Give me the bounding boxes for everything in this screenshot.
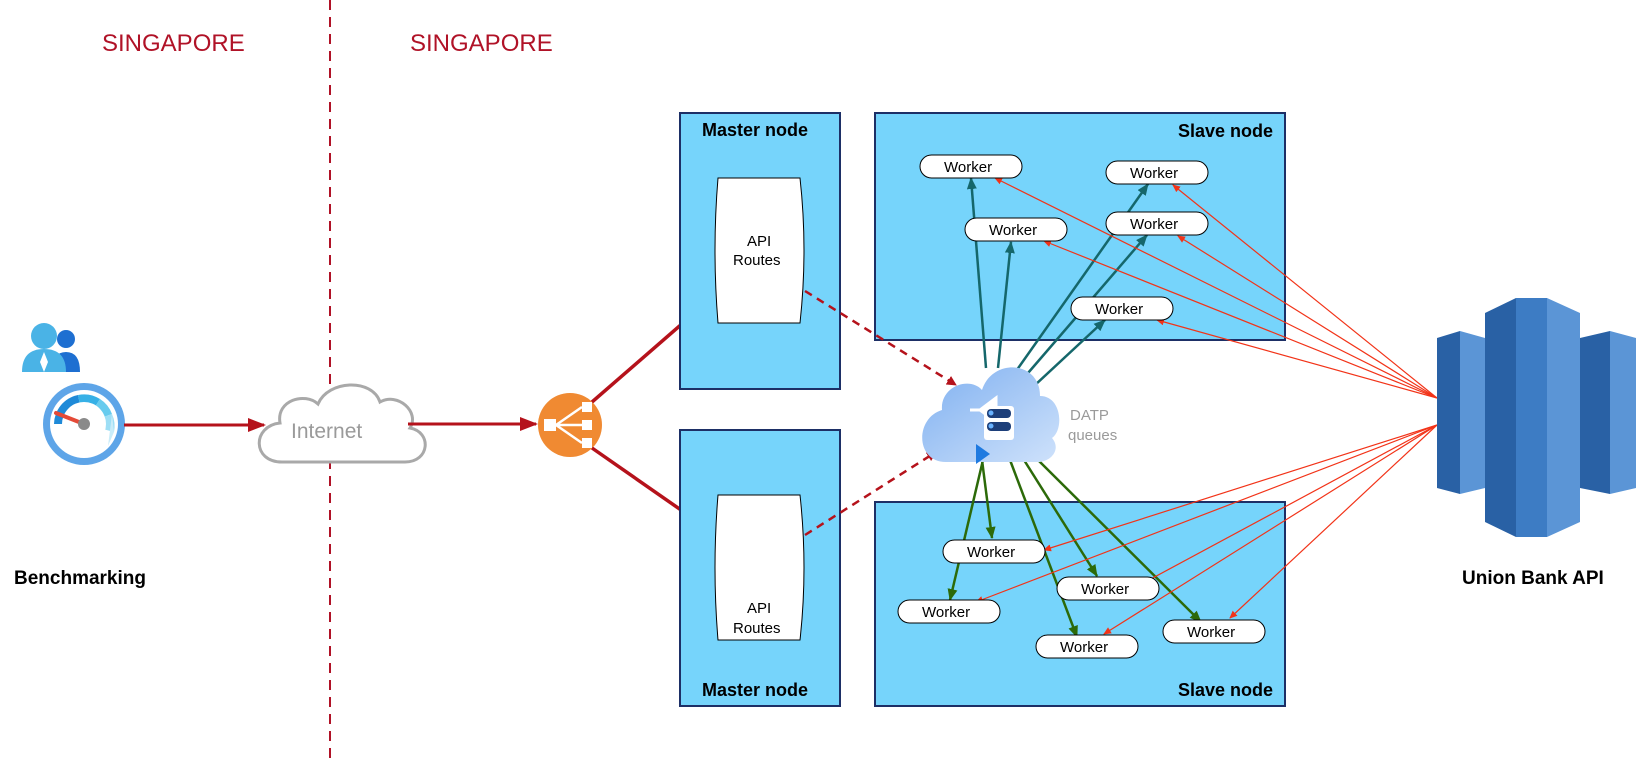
gauge-icon: [43, 383, 125, 465]
api-label-bottom-line1: API: [747, 600, 771, 617]
worker-top-5: Worker: [1070, 296, 1174, 321]
worker-label: Worker: [989, 222, 1037, 239]
worker-label: Worker: [1130, 216, 1178, 233]
worker-bottom-3: Worker: [1056, 576, 1160, 601]
worker-label: Worker: [1095, 301, 1143, 318]
worker-top-1: Worker: [919, 154, 1023, 179]
worker-label: Worker: [944, 159, 992, 176]
queue-label-line1: DATP: [1070, 407, 1109, 424]
load-balancer-icon: [538, 393, 602, 457]
api-routes-bottom: [714, 494, 805, 641]
worker-label: Worker: [1130, 165, 1178, 182]
worker-bottom-1: Worker: [942, 539, 1046, 564]
slave-node-bottom-title: Slave node: [1178, 680, 1273, 700]
internet-cloud-icon: [257, 383, 427, 464]
queue-label-line2: queues: [1068, 427, 1117, 444]
worker-top-2: Worker: [1105, 160, 1209, 185]
region-label-right: SINGAPORE: [410, 30, 553, 57]
union-bank-label: Union Bank API: [1462, 568, 1604, 589]
worker-label: Worker: [1081, 581, 1129, 598]
master-node-top-title: Master node: [702, 120, 808, 140]
arrow-api-top-queue: [804, 289, 957, 387]
worker-label: Worker: [967, 544, 1015, 561]
benchmarking-label: Benchmarking: [14, 568, 146, 589]
worker-bottom-4: Worker: [1035, 634, 1139, 659]
arrow-api-bottom-queue: [804, 450, 937, 537]
queue-to-bottom-workers-arrows: [947, 459, 1202, 638]
slave-node-top-title: Slave node: [1178, 121, 1273, 141]
worker-bottom-5: Worker: [1162, 619, 1266, 644]
worker-label: Worker: [1060, 639, 1108, 656]
region-label-left: SINGAPORE: [102, 30, 245, 57]
worker-label: Worker: [1187, 624, 1235, 641]
worker-bottom-2: Worker: [897, 599, 1001, 624]
users-icon: [22, 323, 80, 372]
internet-label: Internet: [291, 420, 362, 443]
worker-top-3: Worker: [964, 217, 1068, 242]
worker-label: Worker: [922, 604, 970, 621]
union-bank-database-icon: [1437, 298, 1636, 537]
queue-cloud-icon: [922, 367, 1060, 464]
master-node-bottom-title: Master node: [702, 680, 808, 700]
api-label-top-line2: Routes: [733, 252, 781, 269]
api-routes-top: [714, 177, 805, 324]
api-label-top-line1: API: [747, 233, 771, 250]
api-label-bottom-line2: Routes: [733, 620, 781, 637]
bank-to-workers-arrows: [975, 177, 1438, 635]
worker-top-4: Worker: [1105, 211, 1209, 236]
